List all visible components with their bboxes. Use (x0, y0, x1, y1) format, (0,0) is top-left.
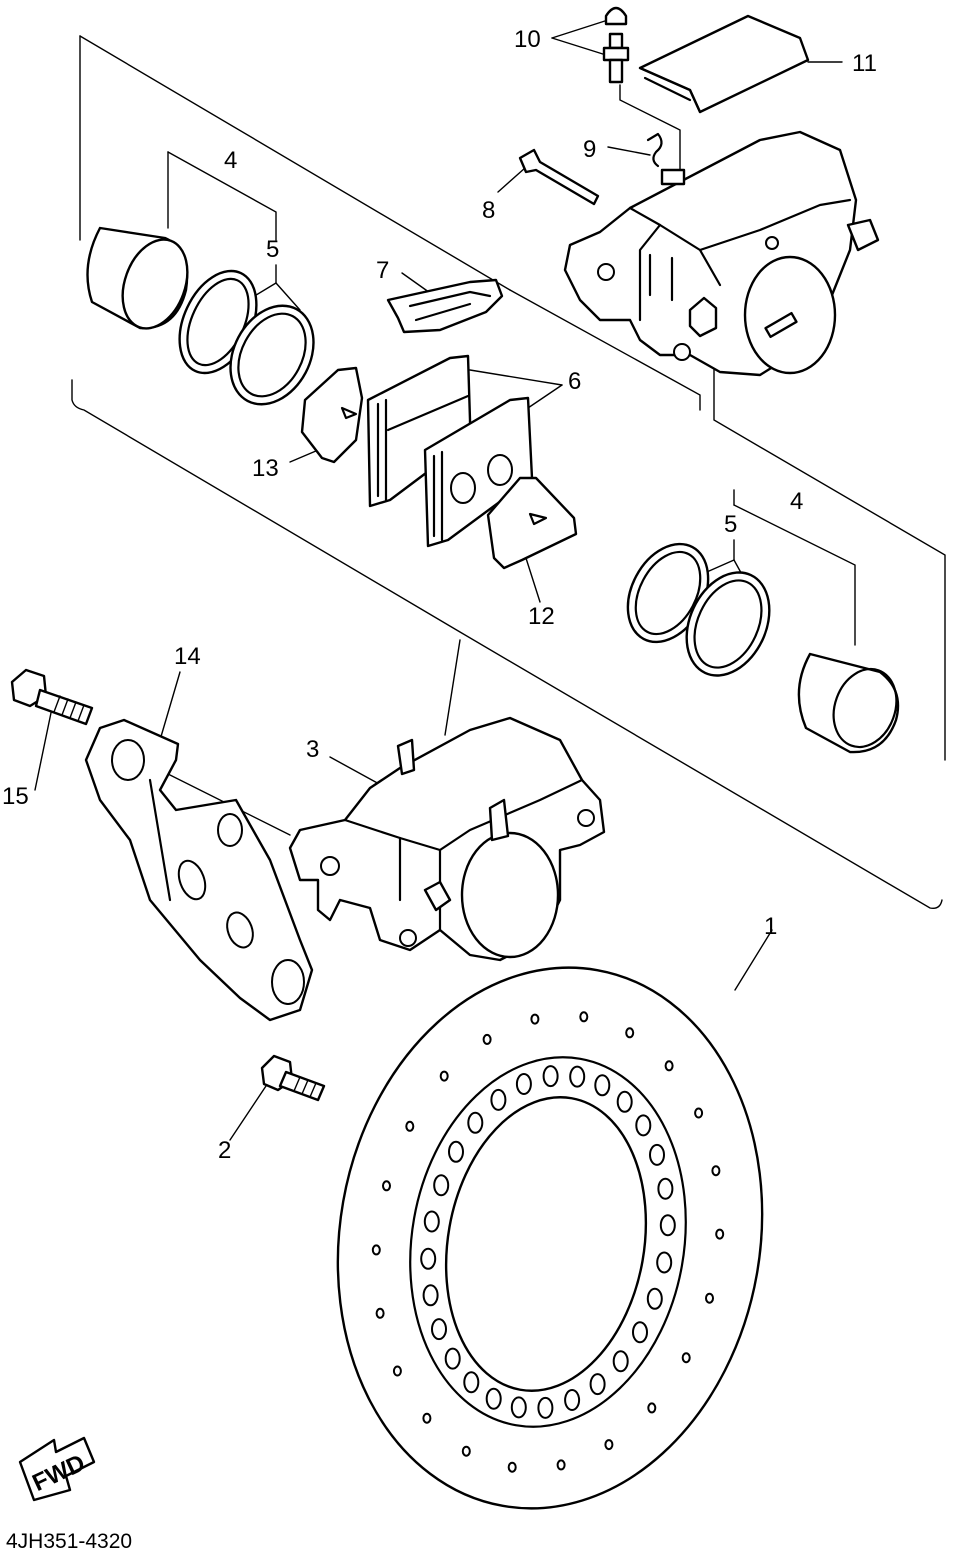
disc-hole (649, 1143, 665, 1166)
callout-11: 11 (852, 50, 877, 77)
disc-hole (382, 1180, 391, 1192)
callout-9: 9 (583, 136, 596, 163)
callout-7: 7 (376, 257, 389, 284)
callout-labels: 10 11 9 8 4 5 7 6 13 4 5 12 14 3 15 1 2 (2, 26, 877, 1164)
clip-part-9 (646, 132, 663, 168)
disc-hole (392, 1365, 402, 1377)
disc-hole (656, 1251, 673, 1274)
callout-5-lower: 5 (724, 511, 737, 538)
lower-pistons-seals-parts-4-5 (626, 542, 900, 754)
disc-hole (371, 1244, 381, 1256)
disc-hole (694, 1107, 704, 1119)
shim-part-12 (486, 476, 578, 570)
callout-13: 13 (252, 455, 279, 482)
disc-hole (635, 1114, 652, 1137)
callout-5-upper: 5 (266, 236, 279, 263)
disc-hole (705, 1292, 714, 1304)
disc-hole (510, 1396, 527, 1419)
disc-hole (542, 1065, 559, 1088)
diagram-code: 4JH351-4320 (6, 1530, 132, 1553)
callout-12: 12 (528, 603, 555, 630)
disc-hole (664, 1060, 674, 1072)
upper-pistons-seals-parts-4-5 (86, 226, 315, 406)
disc-hole (616, 1090, 633, 1113)
disc-hole (439, 1070, 449, 1082)
disc-hole (444, 1347, 461, 1370)
exploded-frame-lines (71, 35, 946, 910)
brake-disc-part-1 (336, 966, 764, 1510)
bleed-screw-part-10 (602, 6, 630, 84)
caliper-part-3 (288, 716, 606, 962)
forward-arrow-icon: FWD (18, 1436, 96, 1502)
callout-14: 14 (174, 643, 201, 670)
disc-hole (569, 1065, 586, 1088)
disc-hole (556, 1459, 566, 1471)
caliper-bracket-part-14 (84, 718, 314, 1022)
disc-hole (461, 1445, 471, 1457)
upper-caliper-body (563, 130, 880, 377)
disc-hole (375, 1307, 385, 1319)
disc-hole (420, 1247, 437, 1270)
callout-8: 8 (482, 197, 495, 224)
callout-3: 3 (306, 736, 319, 763)
disc-hole (646, 1287, 663, 1310)
disc-hole (594, 1074, 611, 1097)
disc-bolt-part-2 (260, 1054, 326, 1102)
disc-hole (659, 1214, 676, 1237)
callout-1: 1 (764, 913, 777, 940)
disc-hole (632, 1321, 648, 1344)
disc-hole (423, 1210, 440, 1233)
disc-hole (515, 1073, 532, 1095)
callout-4-upper: 4 (224, 147, 237, 174)
disc-hole (657, 1177, 674, 1200)
disc-hole (482, 1033, 492, 1045)
pad-cover-part-11 (638, 14, 810, 114)
disc-hole (681, 1352, 691, 1364)
shim-part-13 (300, 366, 364, 464)
disc-hole (507, 1461, 517, 1473)
disc-hole (422, 1412, 432, 1424)
pad-pin-part-8 (518, 148, 600, 206)
disc-hole (604, 1439, 614, 1451)
disc-hole (463, 1371, 480, 1394)
disc-hole (711, 1165, 721, 1177)
disc-hole (625, 1027, 635, 1039)
disc-hole (530, 1013, 540, 1025)
callout-6: 6 (568, 368, 581, 395)
disc-hole (490, 1088, 507, 1111)
disc-hole (422, 1284, 439, 1307)
disc-hole (579, 1011, 589, 1023)
callout-10: 10 (514, 26, 541, 53)
disc-hole (537, 1396, 554, 1419)
disc-vent-holes (371, 1011, 725, 1473)
disc-hole (433, 1174, 450, 1197)
bolt-part-15 (10, 668, 94, 726)
callout-15: 15 (2, 783, 29, 810)
disc-hole (715, 1228, 725, 1240)
disc-hole (485, 1387, 502, 1410)
disc-hole (612, 1350, 629, 1373)
disc-hole (589, 1373, 606, 1396)
pad-spring-part-7 (386, 278, 504, 334)
callout-2: 2 (218, 1137, 231, 1164)
disc-hole (448, 1140, 464, 1163)
disc-hole (647, 1402, 657, 1414)
disc-hole (564, 1389, 581, 1411)
callout-4-lower: 4 (790, 488, 803, 515)
disc-hole (431, 1318, 447, 1341)
pads-shims-parts-6-12-13 (300, 354, 578, 570)
disc-hole (467, 1111, 484, 1134)
disc-hole (405, 1120, 415, 1132)
